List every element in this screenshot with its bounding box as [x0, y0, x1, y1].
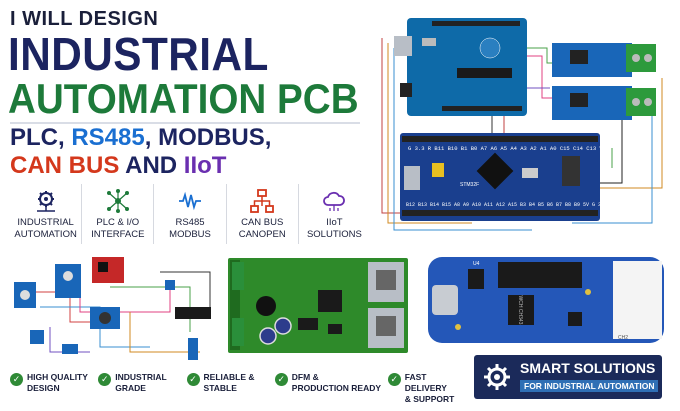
- check-icon: ✓: [10, 373, 23, 386]
- arduino-board: [407, 18, 527, 116]
- benefit-item: ✓DFM &PRODUCTION READY: [274, 372, 382, 405]
- conjunction: AND: [119, 152, 184, 179]
- wiring-diagram: G 3.3 R B11 B10 B1 B0 A7 A6 A5 A4 A3 A2 …: [381, 18, 663, 231]
- usb-chip-label: WCH CH343: [517, 296, 523, 325]
- separator: ,: [264, 124, 272, 151]
- benefit-line1: INDUSTRIAL: [115, 372, 167, 382]
- usb-ref2: CH2: [618, 335, 628, 341]
- protocol-plc: PLC,: [10, 124, 72, 151]
- benefit-item: ✓RELIABLE &STABLE: [186, 372, 269, 405]
- check-icon: ✓: [98, 373, 112, 386]
- usb-ref: U4: [473, 261, 480, 267]
- usb-pcb: WCH CH343 U4 CH2: [428, 257, 664, 343]
- waveform-icon: [179, 191, 201, 211]
- separator: ,: [144, 124, 159, 151]
- cloud-icon: [323, 191, 346, 211]
- feature-line2: AUTOMATION: [14, 229, 77, 240]
- hierarchy-icon: [250, 189, 275, 213]
- benefit-line2: & SUPPORT: [404, 394, 455, 404]
- smart-solutions-badge: SMART SOLUTIONS FOR INDUSTRIAL AUTOMATIO…: [474, 355, 662, 399]
- feature-line1: IIoT: [326, 217, 343, 228]
- feature-line2: INTERFACE: [91, 229, 145, 240]
- protocol-rs485: RS485: [71, 124, 145, 151]
- badge-subtitle: FOR INDUSTRIAL AUTOMATION: [520, 380, 659, 392]
- badge-title: SMART SOLUTIONS: [520, 360, 656, 376]
- feature-line1: RS485: [175, 217, 205, 228]
- benefit-line2: PRODUCTION READY: [291, 383, 382, 393]
- module-cluster: [14, 257, 211, 360]
- rs485-module-1: [552, 43, 656, 77]
- feature-line1: PLC & I/O: [96, 217, 140, 228]
- check-icon: ✓: [387, 373, 401, 386]
- feature-line2: CANOPEN: [238, 229, 286, 240]
- header-title-line2: AUTOMATION PCB: [8, 75, 359, 122]
- protocol-canbus: CAN BUS: [10, 152, 120, 179]
- stm32-top-header: G 3.3 R B11 B10 B1 B0 A7 A6 A5 A4 A3 A2 …: [408, 145, 607, 152]
- feature-line1: CAN BUS: [241, 217, 284, 228]
- divider: [10, 122, 360, 124]
- feature-line2: MODBUS: [169, 229, 211, 240]
- io-network-icon: [106, 189, 129, 213]
- feature-line1: INDUSTRIAL: [17, 217, 74, 228]
- benefit-line1: DFM &: [291, 372, 319, 382]
- benefit-line1: HIGH QUALITY: [27, 372, 88, 382]
- stm32-bottom-header: B12 B13 B14 B15 A8 A9 A10 A11 A12 A15 B3…: [406, 202, 607, 208]
- header-title-line1: INDUSTRIAL: [8, 28, 269, 80]
- header-small: I WILL DESIGN: [10, 8, 159, 30]
- protocol-iiot: IIoT: [183, 152, 227, 179]
- gear-icon: [484, 364, 510, 390]
- rs485-module-2: [552, 86, 656, 120]
- protocol-line2: CAN BUS AND IIoT: [10, 152, 226, 180]
- usb-c-connector: [432, 285, 458, 315]
- benefit-item: ✓FAST DELIVERY& SUPPORT: [387, 372, 470, 405]
- check-icon: ✓: [186, 373, 200, 386]
- protocol-modbus: MODBUS: [158, 124, 265, 151]
- protocol-line1: PLC, RS485, MODBUS,: [10, 124, 271, 152]
- benefit-line2: GRADE: [115, 383, 146, 393]
- stm32-label: STM32F: [460, 182, 479, 188]
- check-icon: ✓: [274, 373, 288, 386]
- usb-chip: [508, 295, 534, 325]
- benefit-line2: DESIGN: [27, 383, 60, 393]
- benefit-line1: FAST DELIVERY: [404, 372, 447, 393]
- gear-network-icon: [36, 191, 55, 212]
- feature-line2: SOLUTIONS: [306, 229, 362, 240]
- benefit-line2: STABLE: [203, 383, 237, 393]
- benefit-line1: RELIABLE &: [203, 372, 255, 382]
- green-pcb: [228, 258, 408, 353]
